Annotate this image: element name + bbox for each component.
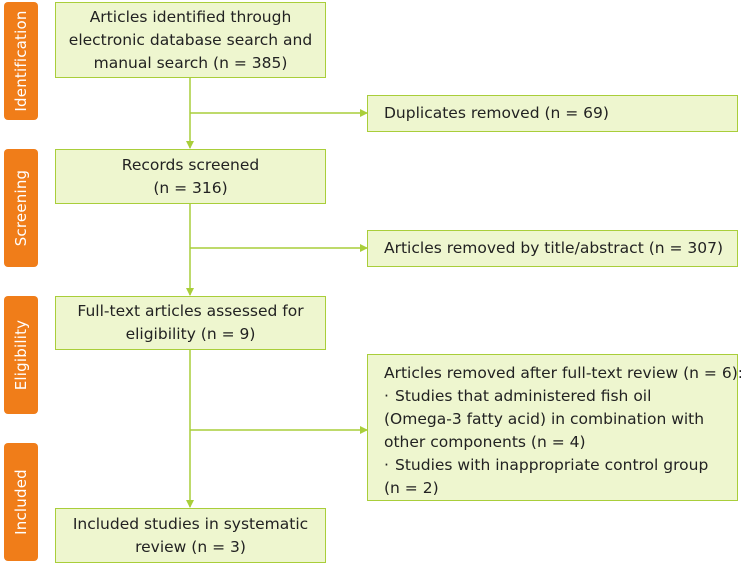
removed-fulltext-heading: Articles removed after full-text review … [384,364,741,382]
included-studies-box: Included studies in systematic review (n… [55,508,326,563]
exclusion-reason-1-line-2: (Omega-3 fatty acid) in combination with [384,410,705,428]
stage-tab-identification: Identification [4,2,38,120]
fulltext-assessed-box: Full-text articles assessed for eligibil… [55,296,326,350]
included-line-2: review (n = 3) [135,537,246,556]
stage-tab-screening: Screening [4,149,38,267]
screened-line-1: Records screened [121,155,260,174]
duplicates-removed-text: Duplicates removed (n = 69) [384,104,609,122]
fulltext-line-2: eligibility (n = 9) [125,325,256,343]
exclusion-reason-1-line-1: Studies that administered fish oil [395,387,652,405]
removed-fulltext-box: Articles removed after full-text review … [367,354,741,501]
identified-line-2: electronic database search and [68,30,313,49]
exclusion-reason-2: · Studies with inappropriate control gro… [384,454,727,477]
removed-title-abstract-box: Articles removed by title/abstract (n = … [367,230,738,267]
exclusion-reason-1-line-3: other components (n = 4) [384,433,586,451]
exclusion-reason-2-line-2: (n = 2) [384,479,439,497]
fulltext-line-1: Full-text articles assessed for [77,302,304,320]
bullet-dot: · [384,456,389,474]
included-line-1: Included studies in systematic [72,514,309,533]
identified-line-3: manual search (n = 385) [93,53,288,72]
removed-title-abstract-text: Articles removed by title/abstract (n = … [384,239,724,257]
exclusion-reason-1: · Studies that administered fish oil [384,385,727,408]
stage-tab-eligibility: Eligibility [4,296,38,414]
identified-line-1: Articles identified through [89,7,292,26]
stage-tab-included: Included [4,443,38,561]
records-screened-box: Records screened (n = 316) [55,149,326,204]
exclusion-reason-2-line-1: Studies with inappropriate control group [395,456,709,474]
identified-box: Articles identified through electronic d… [55,2,326,78]
screened-line-2: (n = 316) [153,178,228,197]
duplicates-removed-box: Duplicates removed (n = 69) [367,95,738,132]
bullet-dot: · [384,387,389,405]
